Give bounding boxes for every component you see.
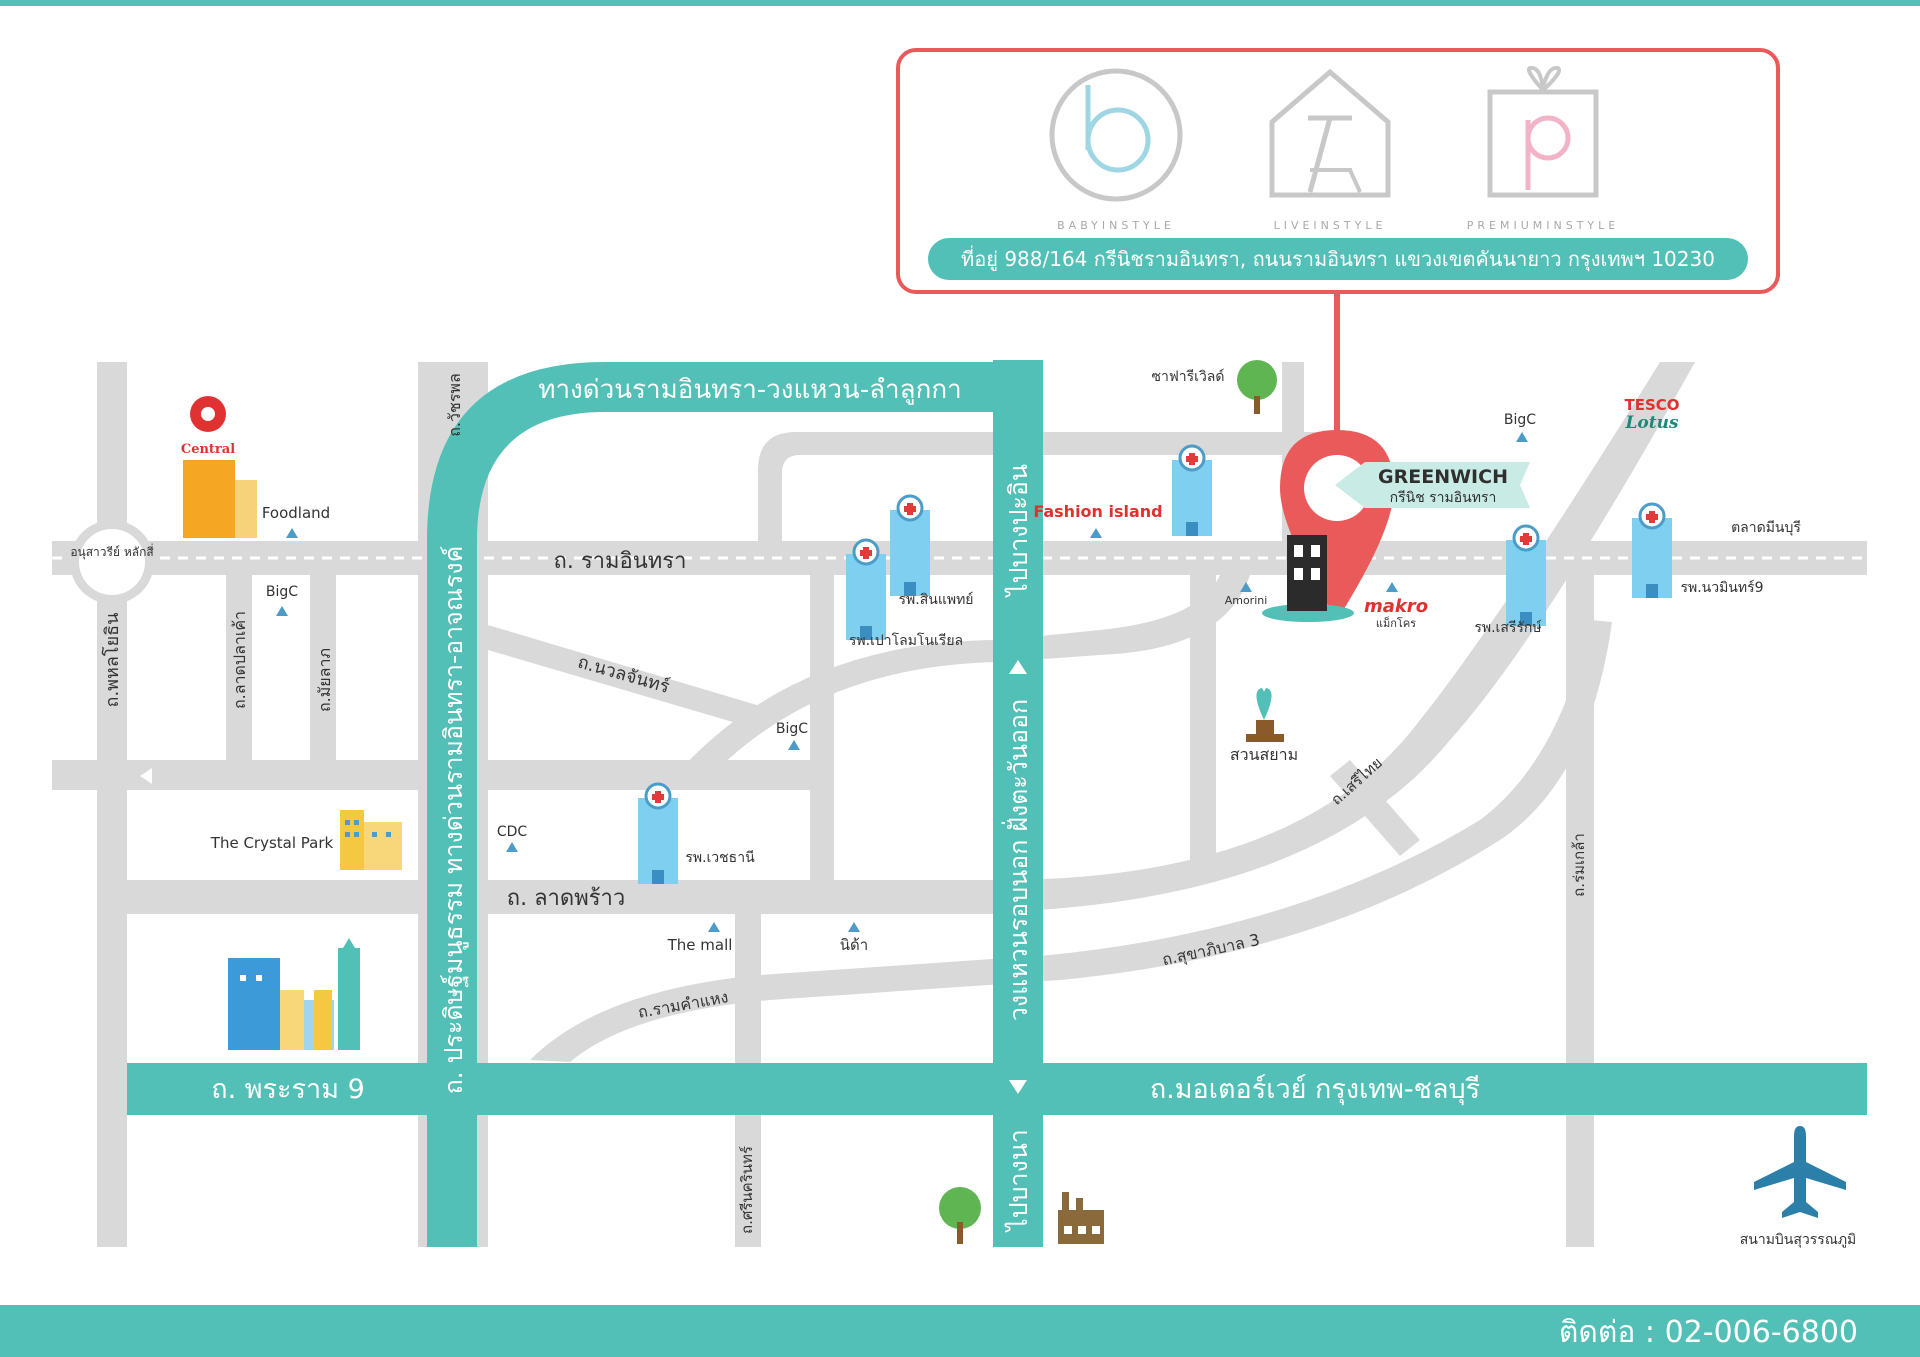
arrow-up-icon bbox=[1009, 660, 1027, 674]
label-makro: makro bbox=[1364, 596, 1428, 617]
hospital-icon-fashion bbox=[1172, 444, 1212, 536]
bigc3-marker-icon bbox=[788, 740, 800, 750]
label-cdc: CDC bbox=[497, 824, 528, 840]
label-to-pathum: ไปบางปะอิน bbox=[1004, 464, 1033, 598]
road-nuanchan bbox=[488, 625, 760, 730]
tree-icon-bottom bbox=[939, 1187, 981, 1244]
brand-baby: BABYINSTYLE bbox=[1057, 219, 1175, 232]
label-fashion: Fashion island bbox=[1033, 502, 1162, 521]
fashion-marker-icon bbox=[1090, 528, 1102, 538]
grey-roads bbox=[52, 362, 1867, 1247]
label-hosp-nawamin: รพ.นวมินทร์9 bbox=[1680, 579, 1763, 596]
liveinstyle-logo bbox=[1269, 68, 1391, 198]
nida-marker-icon bbox=[848, 922, 860, 932]
label-to-bangna: ไปบางนา bbox=[1004, 1129, 1033, 1233]
cdc-marker-icon bbox=[506, 842, 518, 852]
premiuminstyle-logo bbox=[1487, 65, 1599, 198]
label-nida: นิด้า bbox=[840, 936, 868, 954]
top-border bbox=[0, 0, 1920, 6]
roundabout-inner bbox=[79, 529, 145, 595]
greenwich-label: GREENWICH กรีนิช รามอินทรา bbox=[1335, 462, 1530, 508]
road-vertical-mid bbox=[810, 560, 834, 880]
crystal-park-building-icon bbox=[340, 810, 402, 870]
label-ram-inthra: ถ. รามอินทรา bbox=[554, 549, 687, 574]
label-suan-siam: สวนสยาม bbox=[1230, 745, 1298, 764]
label-hosp-seri: รพ.เสรีรักษ์ bbox=[1474, 619, 1542, 636]
address-bar bbox=[928, 238, 1748, 280]
the-mall-marker-icon bbox=[708, 922, 720, 932]
label-lotus: Lotus bbox=[1624, 413, 1679, 433]
road-maiyalap bbox=[310, 575, 336, 765]
label-bigc-3: BigC bbox=[776, 721, 808, 737]
road-lat-pla-khao bbox=[226, 575, 252, 765]
bigc2-marker-icon bbox=[1516, 432, 1528, 442]
label-nuanchan: ถ.นวลจันทร์ bbox=[575, 652, 672, 698]
foodland-marker-icon bbox=[286, 528, 298, 538]
label-crystal-park: The Crystal Park bbox=[210, 834, 334, 852]
label-srinakarin: ถ.ศรีนครินทร์ bbox=[738, 1146, 756, 1234]
factory-icon bbox=[1058, 1192, 1104, 1244]
rama9-motorway bbox=[127, 1063, 1867, 1115]
label-bigc-1: BigC bbox=[266, 584, 298, 600]
label-bigc-2: BigC bbox=[1504, 412, 1536, 428]
label-foodland: Foodland bbox=[262, 504, 330, 522]
label-hosp-sinphaet: รพ.สินแพทย์ bbox=[899, 591, 974, 608]
label-maiyalap: ถ.มัยลาภ bbox=[315, 648, 334, 712]
footer-bar bbox=[0, 1305, 1920, 1357]
label-tesco: TESCO bbox=[1624, 396, 1679, 414]
label-talat-minburi: ตลาดมีนบุรี bbox=[1731, 520, 1801, 536]
label-hosp-vejthani: รพ.เวชธานี bbox=[685, 850, 755, 866]
hospital-icon-paolo bbox=[846, 538, 886, 640]
tree-icon-safari bbox=[1237, 360, 1277, 414]
contact-phone: ติดต่อ : 02-006-6800 bbox=[1559, 1315, 1858, 1350]
label-expressway-left: ถ. ประดิษฐ์มนูธรรม ทางด่วนรามอินทรา-อาจณ… bbox=[439, 546, 469, 1095]
label-makro-thai: แม็กโคร bbox=[1376, 616, 1416, 630]
hospital-icon-sinphaet bbox=[890, 494, 930, 596]
road-phahon bbox=[97, 362, 127, 1247]
label-hosp-paolo: รพ.เปาโลมโนเรียล bbox=[849, 632, 963, 649]
label-outer-ring: วงแหวนรอบนอก ฝั่งตะวันออก bbox=[1001, 699, 1033, 1021]
label-the-mall: The mall bbox=[667, 936, 733, 954]
greenwich-thai: กรีนิช รามอินทรา bbox=[1390, 490, 1497, 506]
expressway-left bbox=[427, 362, 995, 1247]
label-monument: อนุสาวรีย์ หลักสี่ bbox=[70, 543, 154, 560]
label-airport: สนามบินสุวรรณภูมิ bbox=[1740, 1232, 1857, 1248]
skyline-icon bbox=[228, 938, 360, 1050]
label-expressway-top: ทางด่วนรามอินทรา-วงแหวน-ลำลูกกา bbox=[538, 375, 961, 405]
hospital-icon-nawamin bbox=[1632, 502, 1672, 598]
arrow-left-icon bbox=[140, 768, 152, 784]
road-seri-thai bbox=[1330, 760, 1420, 856]
amorini-marker-icon bbox=[1240, 582, 1252, 592]
label-central: Central bbox=[181, 442, 235, 457]
label-lat-phrao: ถ. ลาดพร้าว bbox=[507, 886, 625, 911]
hospital-icon-vejthani bbox=[638, 782, 678, 884]
label-rom-klao: ถ.ร่มเกล้า bbox=[1570, 833, 1588, 897]
teal-roads bbox=[0, 360, 1920, 1357]
road-curve-lower bbox=[530, 620, 1612, 1062]
road-lat-phrao bbox=[100, 880, 1000, 914]
brand-live: LIVEINSTYLE bbox=[1274, 219, 1387, 232]
bigc-marker-icon bbox=[276, 606, 288, 616]
label-rama9: ถ. พระราม 9 bbox=[211, 1074, 365, 1105]
label-safari: ซาฟารีเวิลด์ bbox=[1152, 368, 1225, 385]
pin-connector bbox=[1334, 292, 1340, 432]
label-amorini: Amorini bbox=[1225, 594, 1268, 607]
hospital-icon-seri bbox=[1506, 524, 1546, 626]
brand-premium: PREMIUMINSTYLE bbox=[1467, 219, 1619, 232]
greenwich-name: GREENWICH bbox=[1378, 466, 1508, 488]
central-logo-icon bbox=[183, 396, 257, 538]
greenwich-building-icon bbox=[1262, 535, 1354, 622]
label-watcharaphon: ถ.วัชรพล bbox=[445, 373, 464, 437]
address-text: ที่อยู่ 988/164 กรีนิชรามอินทรา, ถนนรามอ… bbox=[961, 245, 1715, 272]
road-curve-big bbox=[1000, 362, 1695, 912]
label-motorway: ถ.มอเตอร์เวย์ กรุงเทพ-ชลบุรี bbox=[1150, 1073, 1480, 1106]
babyinstyle-logo bbox=[1049, 68, 1183, 202]
arrow-down-icon bbox=[1009, 1080, 1027, 1094]
airplane-icon bbox=[1754, 1126, 1846, 1218]
label-lat-pla-khao: ถ.ลาดปลาเค้า bbox=[230, 611, 249, 709]
label-phahon: ถ.พหลโยธิน bbox=[101, 613, 123, 708]
fountain-icon bbox=[1246, 688, 1284, 742]
makro-marker-icon bbox=[1386, 582, 1398, 592]
